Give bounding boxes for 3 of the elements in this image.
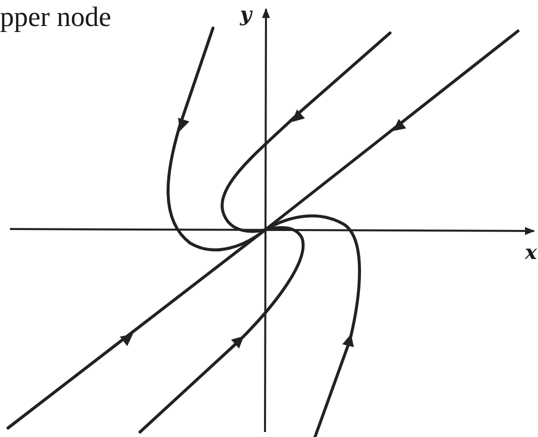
diagram-label: pper node bbox=[0, 2, 112, 34]
axis-label: y bbox=[240, 2, 252, 26]
axis-label: x bbox=[525, 240, 537, 264]
